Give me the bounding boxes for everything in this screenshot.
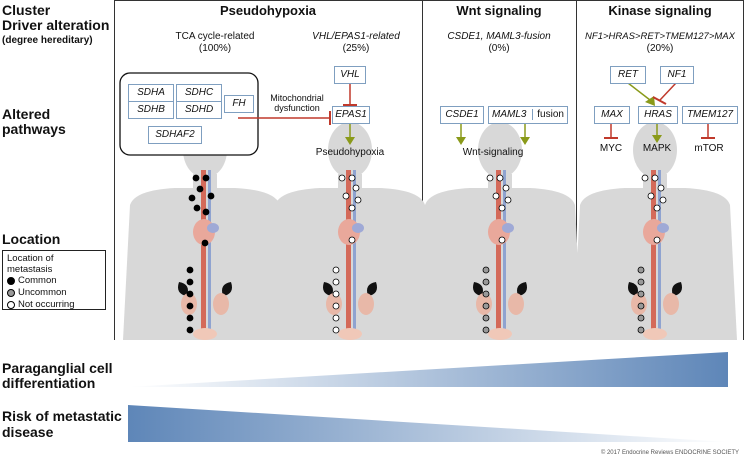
subtype-wnt: CSDE1, MAML3-fusion — [447, 31, 551, 42]
mito-label-2: dysfunction — [274, 103, 320, 113]
gene-sdhb: SDHB — [128, 101, 174, 119]
mito-label-1: Mitochondrial — [270, 93, 324, 103]
gene-epas1: EPAS1 — [332, 106, 370, 124]
right-border — [743, 0, 744, 340]
gene-maml3-fusion: MAML3 fusion — [488, 106, 568, 124]
mapk-outcome: MAPK — [642, 143, 672, 154]
cluster-wnt: Wnt signaling — [456, 3, 542, 18]
wnt-metastasis-dots-body — [482, 266, 490, 334]
gene-maml3: MAML3 — [492, 109, 527, 120]
common-dot-icon — [7, 277, 15, 285]
differentiation-gradient — [128, 352, 728, 387]
tca-metastasis-dots — [186, 174, 215, 334]
not-occurring-dot-icon — [7, 301, 15, 309]
cluster-label: Cluster — [2, 2, 51, 18]
myc-outcome: MYC — [599, 143, 623, 154]
risk-gradient — [128, 405, 728, 442]
risk-label-1: Risk of metastatic — [2, 408, 122, 424]
body-silhouette-kinase — [573, 122, 737, 340]
gene-hras: HRAS — [638, 106, 678, 124]
subtype-vhl: VHL/EPAS1-related — [312, 31, 400, 42]
legend-title: Location of metastasis — [7, 253, 54, 275]
risk-label-2: disease — [2, 424, 54, 440]
location-label: Location — [2, 231, 61, 247]
gene-csde1: CSDE1 — [440, 106, 484, 124]
gene-ret: RET — [610, 66, 646, 84]
subtype-vhl-pct: (25%) — [342, 43, 370, 54]
mtor-outcome: mTOR — [694, 143, 724, 154]
gene-sdha: SDHA — [128, 84, 174, 102]
subtype-wnt-pct: (0%) — [488, 43, 510, 54]
altered-pathways-label-1: Altered — [2, 106, 51, 122]
paraganglial-label-1: Paraganglial cell — [2, 360, 113, 376]
subtype-tca-pct: (100%) — [198, 43, 232, 54]
legend-not-occurring: Not occurring — [18, 299, 75, 310]
wnt-metastasis-dots-head — [486, 174, 512, 244]
altered-pathways-label-2: pathways — [2, 121, 66, 137]
paraganglial-label-2: differentiation — [2, 375, 96, 391]
gene-fh: FH — [224, 95, 254, 113]
divider-1 — [114, 0, 115, 340]
gene-vhl: VHL — [334, 66, 366, 84]
gene-sdhd: SDHD — [176, 101, 222, 119]
copyright-footer: © 2017 Endocrine Reviews ENDOCRINE SOCIE… — [600, 450, 739, 456]
kinase-metastasis-dots-body — [637, 266, 645, 334]
divider-3 — [576, 0, 577, 340]
pseudohypoxia-outcome: Pseudohypoxia — [315, 147, 385, 158]
gene-fusion: fusion — [532, 109, 564, 120]
hereditary-label: (degree hereditary) — [2, 35, 93, 46]
vhl-metastasis-dots — [332, 174, 362, 334]
metastasis-legend: Location of metastasis Common Uncommon N… — [2, 250, 106, 310]
gene-nf1: NF1 — [660, 66, 694, 84]
legend-uncommon: Uncommon — [18, 287, 67, 298]
subtype-kinase-pct: (20%) — [646, 43, 674, 54]
divider-2 — [422, 0, 423, 340]
top-border — [114, 0, 744, 1]
cluster-kinase: Kinase signaling — [608, 3, 712, 18]
subtype-kinase: NF1>HRAS>RET>TMEM127>MAX — [585, 31, 735, 42]
gene-sdhaf2: SDHAF2 — [148, 126, 202, 144]
gene-tmem127: TMEM127 — [682, 106, 738, 124]
cluster-pseudohypoxia: Pseudohypoxia — [219, 3, 317, 18]
gene-sdhc: SDHC — [176, 84, 222, 102]
gene-max: MAX — [594, 106, 630, 124]
kinase-metastasis-dots-head — [641, 174, 667, 244]
subtype-tca: TCA cycle-related — [175, 31, 255, 42]
uncommon-dot-icon — [7, 289, 15, 297]
wnt-outcome: Wnt-signaling — [462, 147, 524, 158]
driver-alteration-label: Driver alteration — [2, 17, 110, 33]
legend-common: Common — [18, 275, 57, 286]
